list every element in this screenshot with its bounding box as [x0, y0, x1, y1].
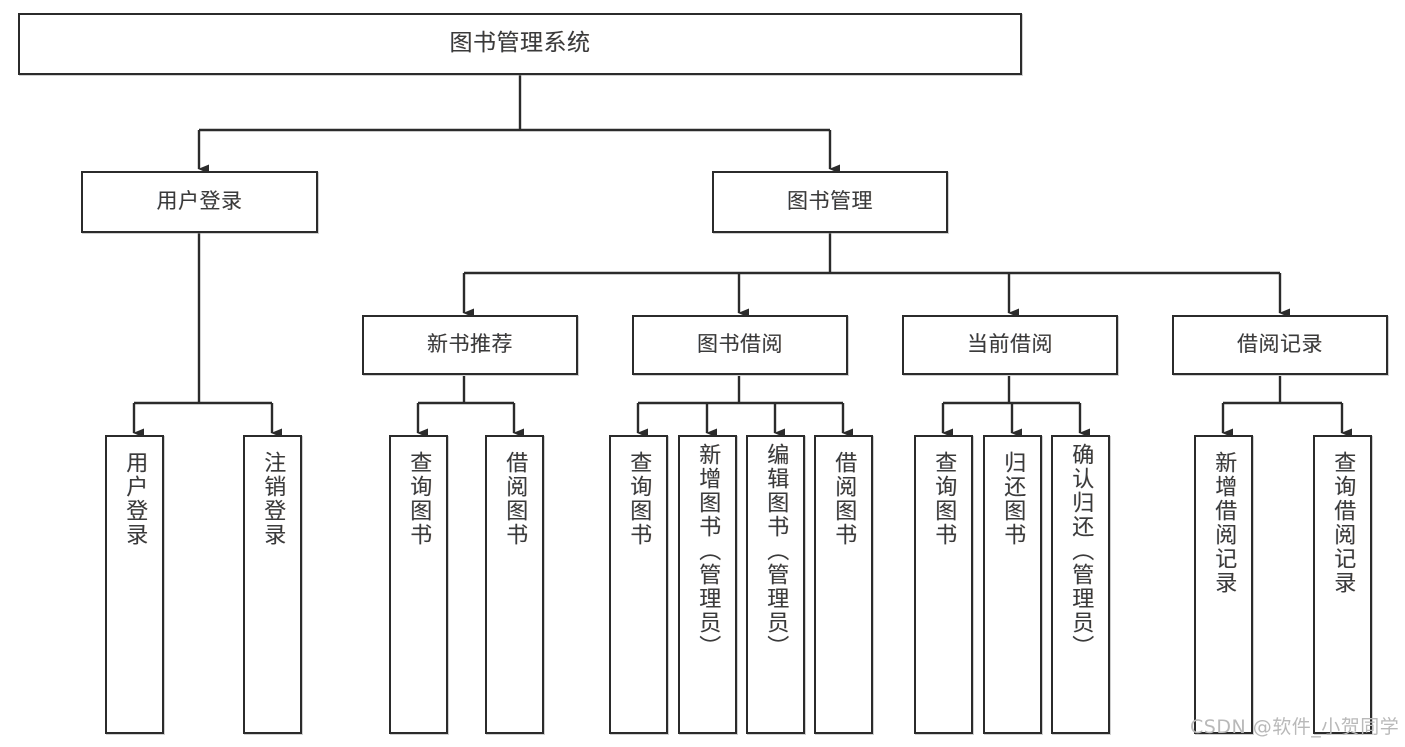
- leaf-borrow-book-a-label: 借阅图书: [502, 451, 528, 547]
- leaf-query-book-c[interactable]: 查询图书: [914, 435, 973, 734]
- node-root-system[interactable]: 图书管理系统: [18, 13, 1022, 75]
- leaf-query-book-a-label: 查询图书: [406, 451, 432, 547]
- node-borrow-record-label: 借阅记录: [1237, 332, 1323, 357]
- leaf-edit-book-label: 编辑图书（管理员）: [763, 443, 789, 659]
- leaf-add-record[interactable]: 新增借阅记录: [1194, 435, 1253, 734]
- leaf-user-login[interactable]: 用户登录: [105, 435, 164, 734]
- node-user-login-label: 用户登录: [156, 189, 243, 214]
- node-book-manage[interactable]: 图书管理: [712, 171, 948, 233]
- leaf-logout-label: 注销登录: [260, 451, 286, 547]
- leaf-borrow-book-b-label: 借阅图书: [831, 451, 857, 547]
- leaf-query-book-b[interactable]: 查询图书: [609, 435, 668, 734]
- node-current-borrow-label: 当前借阅: [967, 332, 1053, 357]
- node-book-manage-label: 图书管理: [787, 189, 873, 214]
- leaf-confirm-return-label: 确认归还（管理员）: [1068, 443, 1094, 659]
- leaf-logout[interactable]: 注销登录: [243, 435, 302, 734]
- leaf-query-record[interactable]: 查询借阅记录: [1313, 435, 1372, 734]
- leaf-borrow-book-b[interactable]: 借阅图书: [814, 435, 873, 734]
- leaf-add-record-label: 新增借阅记录: [1211, 451, 1237, 595]
- leaf-add-book[interactable]: 新增图书（管理员）: [678, 435, 737, 734]
- node-book-borrow[interactable]: 图书借阅: [632, 315, 848, 375]
- node-new-book-rec[interactable]: 新书推荐: [362, 315, 578, 375]
- leaf-return-book-label: 归还图书: [1000, 451, 1026, 547]
- csdn-watermark: CSDN @软件_小贺同学: [1190, 716, 1400, 738]
- node-root-system-label: 图书管理系统: [449, 30, 591, 57]
- leaf-query-record-label: 查询借阅记录: [1330, 451, 1356, 595]
- node-current-borrow[interactable]: 当前借阅: [902, 315, 1118, 375]
- leaf-return-book[interactable]: 归还图书: [983, 435, 1042, 734]
- node-user-login[interactable]: 用户登录: [81, 171, 318, 233]
- leaf-query-book-a[interactable]: 查询图书: [389, 435, 448, 734]
- leaf-query-book-c-label: 查询图书: [931, 451, 957, 547]
- leaf-borrow-book-a[interactable]: 借阅图书: [485, 435, 544, 734]
- leaf-query-book-b-label: 查询图书: [626, 451, 652, 547]
- leaf-user-login-label: 用户登录: [122, 451, 148, 547]
- node-borrow-record[interactable]: 借阅记录: [1172, 315, 1388, 375]
- node-book-borrow-label: 图书借阅: [697, 332, 783, 357]
- leaf-confirm-return[interactable]: 确认归还（管理员）: [1051, 435, 1110, 734]
- node-new-book-rec-label: 新书推荐: [427, 332, 513, 357]
- leaf-edit-book[interactable]: 编辑图书（管理员）: [746, 435, 805, 734]
- leaf-add-book-label: 新增图书（管理员）: [695, 443, 721, 659]
